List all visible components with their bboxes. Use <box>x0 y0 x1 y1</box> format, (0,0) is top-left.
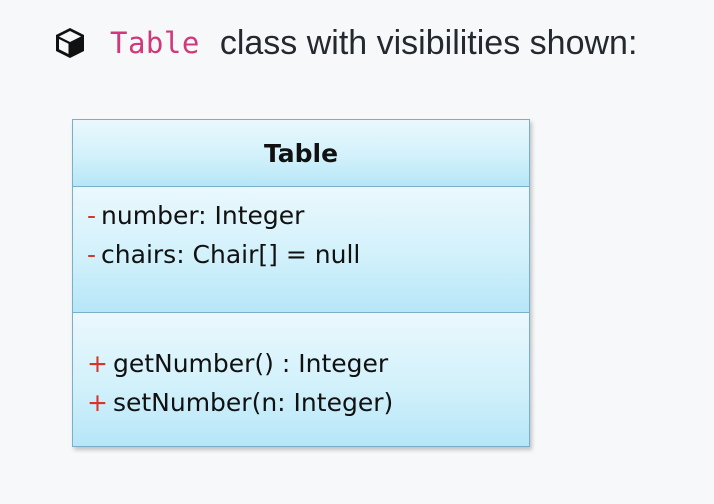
heading-text: class with visibilities shown: <box>219 23 638 62</box>
operation-text: setNumber(n: Integer) <box>112 388 394 417</box>
class-name: Table <box>263 138 339 168</box>
class-code-name: Table <box>110 26 200 60</box>
visibility-marker: - <box>87 240 97 269</box>
attribute-row: -number: Integer <box>87 196 529 235</box>
class-name-compartment: Table <box>73 120 529 187</box>
attribute-text: chairs: Chair[] = null <box>101 240 361 269</box>
operation-row: +setNumber(n: Integer) <box>87 383 529 422</box>
operations-compartment: +getNumber() : Integer +setNumber(n: Int… <box>73 313 529 446</box>
attribute-text: number: Integer <box>101 201 305 230</box>
cube-icon <box>52 25 88 61</box>
heading: Table class with visibilities shown: <box>52 18 637 68</box>
attribute-row: -chairs: Chair[] = null <box>87 235 529 274</box>
visibility-marker: + <box>87 388 108 417</box>
visibility-marker: - <box>87 201 97 230</box>
visibility-marker: + <box>87 349 108 378</box>
operation-row: +getNumber() : Integer <box>87 344 529 383</box>
operation-text: getNumber() : Integer <box>112 349 389 378</box>
attributes-compartment: -number: Integer -chairs: Chair[] = null <box>73 187 529 313</box>
uml-class-box: Table -number: Integer -chairs: Chair[] … <box>72 119 530 447</box>
